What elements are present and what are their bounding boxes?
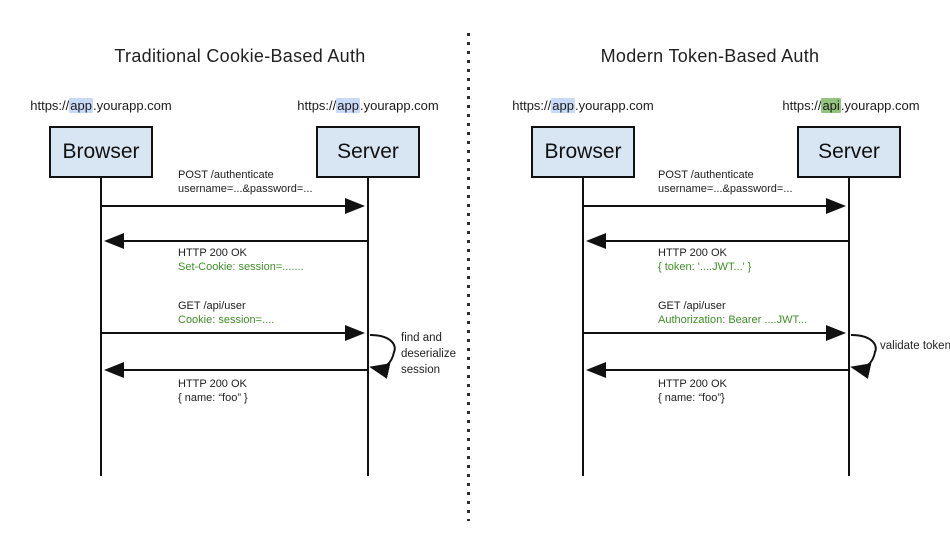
message-200-token: HTTP 200 OK { token: '....JWT...' } bbox=[658, 246, 751, 274]
left-panel-title: Traditional Cookie-Based Auth bbox=[114, 46, 366, 66]
actor-label: Server bbox=[337, 140, 399, 163]
actor-label: Browser bbox=[544, 140, 622, 163]
right-server-url: https://api.yourapp.com bbox=[751, 98, 950, 113]
left-browser-box: Browser bbox=[49, 126, 153, 178]
message-line: HTTP 200 OK bbox=[658, 378, 727, 390]
message-200-setcookie: HTTP 200 OK Set-Cookie: session=....... bbox=[178, 246, 304, 274]
message-line-highlighted: Set-Cookie: session=....... bbox=[178, 261, 304, 273]
message-line-highlighted: Cookie: session=.... bbox=[178, 314, 275, 326]
left-server-box: Server bbox=[316, 126, 420, 178]
note-line: deserialize bbox=[401, 348, 456, 360]
message-post-authenticate: POST /authenticate username=...&password… bbox=[658, 168, 793, 196]
message-line: GET /api/user bbox=[178, 300, 246, 312]
url-rest: .yourapp.com bbox=[92, 98, 172, 113]
url-prefix: https:// bbox=[297, 98, 337, 113]
right-browser-box: Browser bbox=[531, 126, 635, 178]
url-rest: .yourapp.com bbox=[840, 98, 920, 113]
url-subdomain-highlight: api bbox=[821, 98, 841, 113]
left-server-url: https://app.yourapp.com bbox=[268, 98, 468, 113]
message-line: HTTP 200 OK bbox=[178, 378, 247, 390]
note-line: validate token bbox=[880, 340, 950, 352]
left-browser-url: https://app.yourapp.com bbox=[1, 98, 201, 113]
url-subdomain-highlight: app bbox=[336, 98, 360, 113]
message-line: { name: “foo” } bbox=[178, 392, 248, 404]
message-get-apiuser: GET /api/user Cookie: session=.... bbox=[178, 299, 274, 327]
url-prefix: https:// bbox=[782, 98, 822, 113]
url-prefix: https:// bbox=[30, 98, 70, 113]
note-deserialize-session: find and deserialize session bbox=[401, 330, 456, 378]
right-server-box: Server bbox=[797, 126, 901, 178]
note-validate-token: validate token bbox=[880, 338, 950, 354]
right-browser-url: https://app.yourapp.com bbox=[483, 98, 683, 113]
message-line: POST /authenticate bbox=[178, 169, 274, 181]
url-rest: .yourapp.com bbox=[359, 98, 439, 113]
message-line: username=...&password=... bbox=[658, 183, 793, 195]
url-rest: .yourapp.com bbox=[574, 98, 654, 113]
actor-label: Browser bbox=[62, 140, 140, 163]
panel-divider bbox=[467, 33, 470, 521]
message-line: HTTP 200 OK bbox=[658, 247, 727, 259]
url-subdomain-highlight: app bbox=[551, 98, 575, 113]
actor-label: Server bbox=[818, 140, 880, 163]
message-line: username=...&password=... bbox=[178, 183, 313, 195]
message-line-highlighted: { token: '....JWT...' } bbox=[658, 261, 752, 273]
message-post-authenticate: POST /authenticate username=...&password… bbox=[178, 168, 313, 196]
message-200-body: HTTP 200 OK { name: “foo” } bbox=[178, 377, 248, 405]
message-200-body: HTTP 200 OK { name: “foo”} bbox=[658, 377, 727, 405]
note-line: session bbox=[401, 364, 440, 376]
note-line: find and bbox=[401, 332, 442, 344]
url-subdomain-highlight: app bbox=[69, 98, 93, 113]
message-line: POST /authenticate bbox=[658, 169, 754, 181]
message-line: HTTP 200 OK bbox=[178, 247, 247, 259]
url-prefix: https:// bbox=[512, 98, 552, 113]
message-line-highlighted: Authorization: Bearer ....JWT... bbox=[658, 314, 808, 326]
right-panel-title: Modern Token-Based Auth bbox=[600, 46, 820, 66]
message-get-apiuser: GET /api/user Authorization: Bearer ....… bbox=[658, 299, 807, 327]
message-line: GET /api/user bbox=[658, 300, 726, 312]
message-line: { name: “foo”} bbox=[658, 392, 725, 404]
